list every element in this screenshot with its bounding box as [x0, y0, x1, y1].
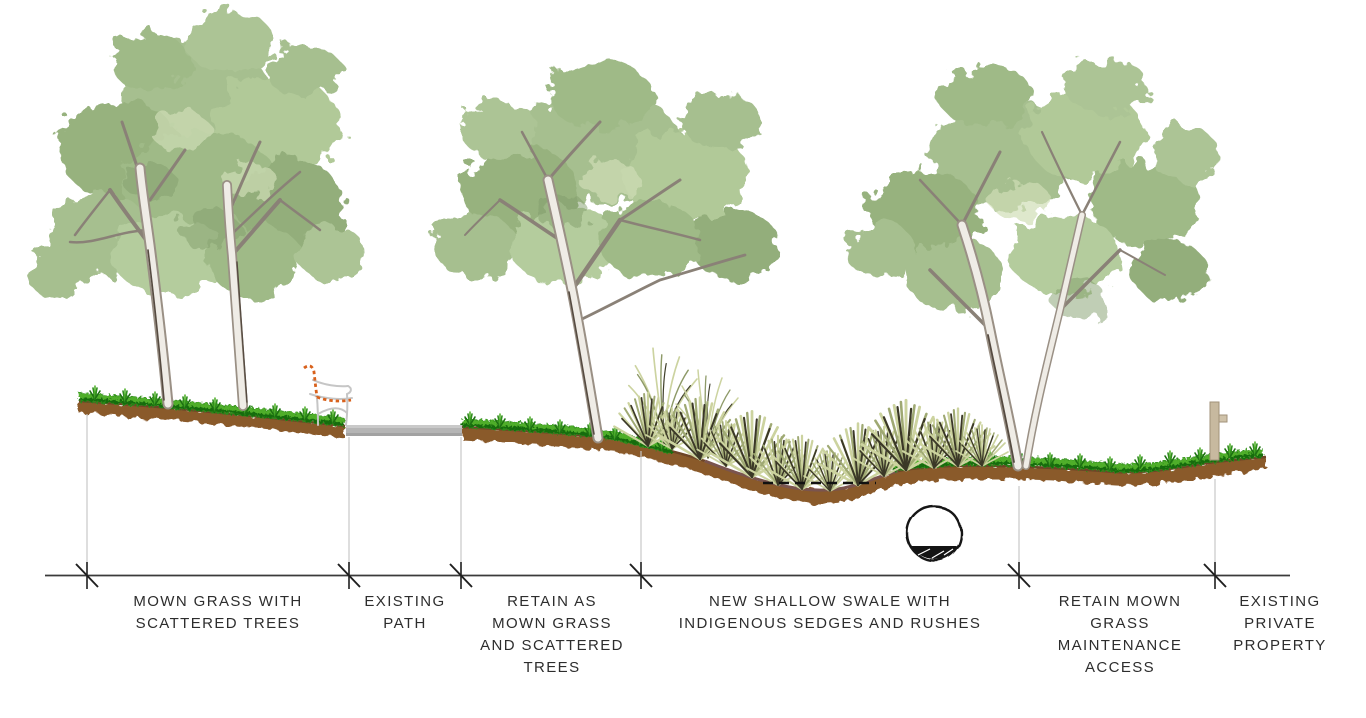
tree-middle	[433, 61, 780, 444]
tree-branches	[464, 120, 747, 322]
swale-soil-edge	[704, 459, 899, 492]
tree-trunks	[956, 211, 1086, 472]
tree-trunk	[542, 174, 604, 444]
tree-canopy	[845, 57, 1219, 318]
dimension-boundary-6	[1203, 479, 1227, 589]
bench-frame	[309, 379, 353, 426]
zone-label-new-shallow-swale: NEW SHALLOW SWALE WITH INDIGENOUS SEDGES…	[678, 593, 982, 632]
zone-label-mown-grass-scattered-trees: MOWN GRASS WITH SCATTERED TREES	[133, 593, 303, 632]
existing-path-slab	[346, 425, 462, 436]
zone-label-existing-path: EXISTING PATH	[364, 593, 446, 632]
tree-canopy	[26, 12, 364, 298]
soil-band-left	[79, 401, 345, 438]
culvert-pipe	[905, 504, 963, 562]
park-bench	[303, 364, 353, 426]
boundary-post	[1209, 401, 1228, 461]
tree-canopy	[433, 61, 780, 285]
tree-group-left	[26, 12, 364, 411]
zone-label-private-property: EXISTING PRIVATE PROPERTY	[1233, 593, 1327, 654]
dimension-boundary-1	[75, 414, 99, 589]
zone-label-retain-mown-grass-trees: RETAIN AS MOWN GRASS AND SCATTERED TREES	[480, 593, 624, 676]
dimension-boundary-2	[337, 437, 361, 589]
zone-label-maintenance-access: RETAIN MOWN GRASS MAINTENANCE ACCESS	[1057, 593, 1183, 676]
dimension-line-assembly	[45, 414, 1290, 589]
dimension-boundary-4	[629, 451, 653, 589]
tree-group-right	[845, 57, 1219, 472]
soil-band-right	[462, 427, 1266, 504]
dimension-boundary-3	[449, 437, 473, 589]
bench-back-slats	[303, 364, 352, 403]
dimension-boundary-5	[1007, 486, 1031, 589]
tree-trunks	[134, 162, 248, 411]
